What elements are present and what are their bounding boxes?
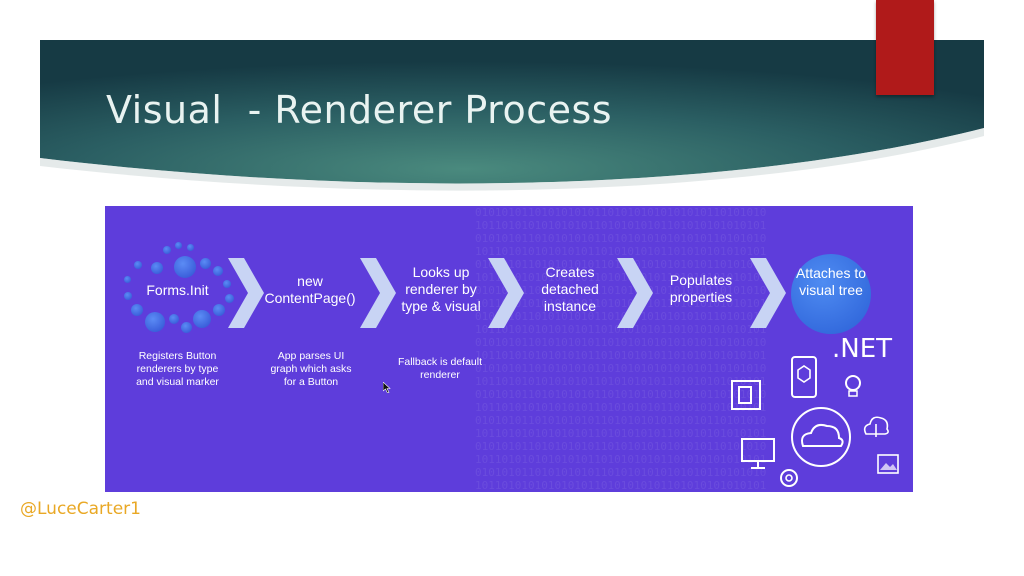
caption-looks-up-renderer: Fallback is default renderer bbox=[397, 356, 483, 381]
step-label-new-content-page: new ContentPage() bbox=[264, 273, 356, 306]
red-accent-tab bbox=[876, 0, 934, 95]
step-label-populates-properties: Populates properties bbox=[669, 272, 733, 305]
mouse-cursor-icon bbox=[383, 382, 391, 393]
lightbulb-icon bbox=[845, 375, 861, 397]
binary-background: 0101010110101010101101010101010101011010… bbox=[475, 206, 767, 492]
step-label-creates-instance: Creates detached instance bbox=[541, 264, 599, 314]
attaches-circle bbox=[791, 254, 871, 334]
cloud-upload-icon bbox=[863, 416, 889, 437]
phone-cube-icon bbox=[791, 356, 817, 398]
office-icon bbox=[731, 380, 761, 410]
twitter-handle: @LuceCarter1 bbox=[20, 499, 141, 519]
step-label-attaches: Attaches to visual tree bbox=[795, 265, 867, 298]
caption-new-content-page: App parses UI graph which asks for a But… bbox=[270, 350, 352, 388]
step-label-looks-up-renderer: Looks up renderer by type & visual bbox=[401, 264, 481, 314]
slide-title: Visual - Renderer Process bbox=[106, 88, 613, 132]
cloud-icon bbox=[791, 407, 851, 467]
monitor-icon bbox=[741, 438, 775, 469]
chevron-right-icon bbox=[617, 258, 653, 328]
chevron-right-icon bbox=[750, 258, 786, 328]
dotnet-label: .NET bbox=[832, 334, 893, 364]
title-banner bbox=[40, 40, 984, 195]
caption-forms-init: Registers Button renderers by type and v… bbox=[136, 350, 219, 388]
image-icon bbox=[877, 454, 899, 474]
chevron-right-icon bbox=[488, 258, 524, 328]
chevron-right-icon bbox=[228, 258, 264, 328]
diagram-panel: 0101010110101010101101010101010101011010… bbox=[105, 206, 913, 492]
chevron-right-icon bbox=[360, 258, 396, 328]
gear-icon bbox=[780, 469, 798, 487]
step-label-forms-init: Forms.Init bbox=[146, 282, 209, 298]
